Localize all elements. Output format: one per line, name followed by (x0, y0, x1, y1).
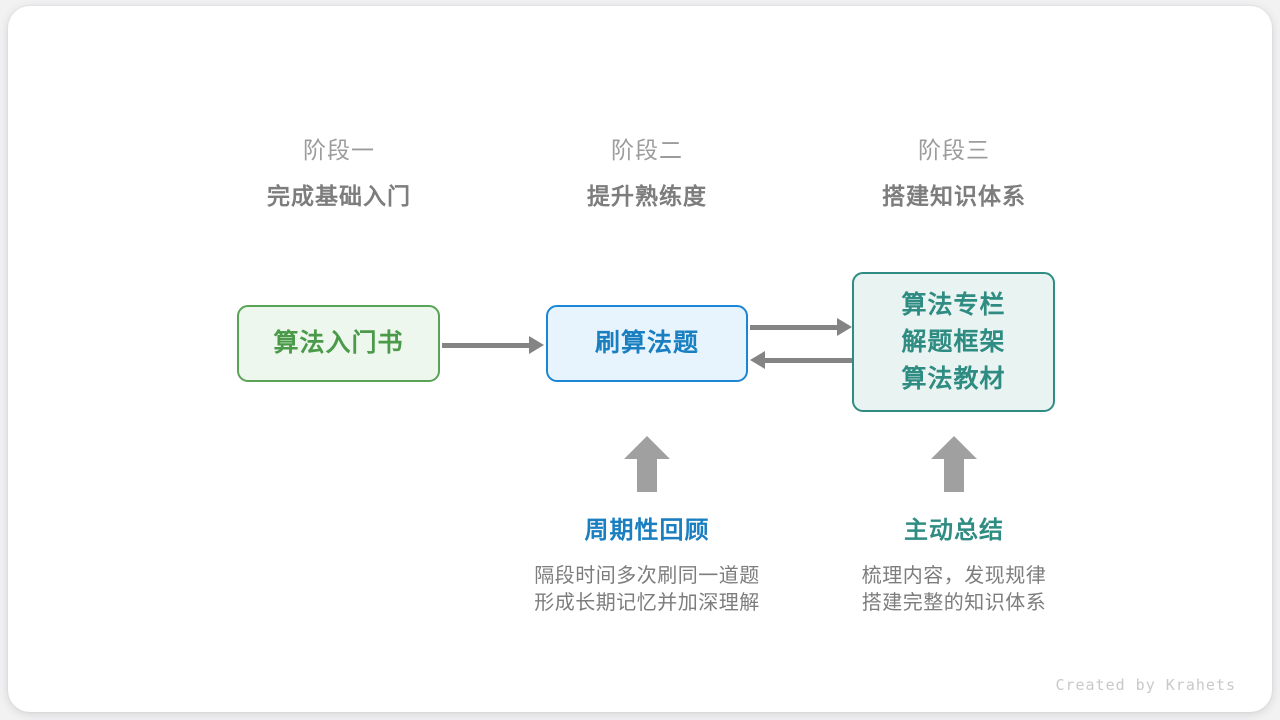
diagram-canvas: 阶段一 完成基础入门 阶段二 提升熟练度 阶段三 搭建知识体系 算法入门书 刷算… (8, 6, 1272, 712)
arrow-practice-to-resources (750, 316, 852, 336)
annotation-review-desc-line-1: 隔段时间多次刷同一道题 (534, 565, 760, 587)
annotation-summary-title: 主动总结 (904, 517, 1004, 544)
node-resources[interactable]: 算法专栏 解题框架 算法教材 (852, 272, 1055, 412)
node-beginner-book[interactable]: 算法入门书 (237, 305, 440, 382)
annotation-summary-desc-line-2: 搭建完整的知识体系 (861, 592, 1047, 614)
stage-title-2: 提升熟练度 (587, 183, 707, 209)
node-practice-label: 刷算法题 (594, 329, 699, 357)
up-arrow-review (624, 436, 670, 492)
stage-title-1: 完成基础入门 (267, 183, 411, 209)
annotation-summary-desc-line-1: 梳理内容，发现规律 (861, 565, 1047, 587)
node-resources-line-2: 解题框架 (901, 327, 1006, 356)
annotation-review-title: 周期性回顾 (584, 517, 710, 544)
stage-header-2: 阶段二 提升熟练度 (517, 135, 777, 212)
annotation-summary-desc: 梳理内容，发现规律 搭建完整的知识体系 (804, 563, 1104, 617)
stage-label-2: 阶段二 (611, 137, 683, 163)
stage-title-3: 搭建知识体系 (882, 183, 1026, 209)
stage-header-1: 阶段一 完成基础入门 (209, 135, 469, 212)
stage-label-3: 阶段三 (918, 137, 990, 163)
annotation-review-desc: 隔段时间多次刷同一道题 形成长期记忆并加深理解 (497, 563, 797, 617)
node-practice[interactable]: 刷算法题 (546, 305, 748, 382)
annotation-summary: 主动总结 梳理内容，发现规律 搭建完整的知识体系 (804, 516, 1104, 617)
node-beginner-book-label: 算法入门书 (273, 329, 404, 357)
node-resources-line-3: 算法教材 (901, 364, 1006, 393)
credit-text: Created by Krahets (1055, 676, 1236, 694)
stage-label-1: 阶段一 (303, 137, 375, 163)
up-arrow-summary (931, 436, 977, 492)
annotation-review-desc-line-2: 形成长期记忆并加深理解 (534, 592, 760, 614)
arrow-book-to-practice (442, 334, 544, 354)
annotation-review: 周期性回顾 隔段时间多次刷同一道题 形成长期记忆并加深理解 (497, 516, 797, 617)
stage-header-3: 阶段三 搭建知识体系 (824, 135, 1084, 212)
arrow-resources-to-practice (750, 349, 852, 369)
node-resources-line-1: 算法专栏 (901, 290, 1006, 319)
